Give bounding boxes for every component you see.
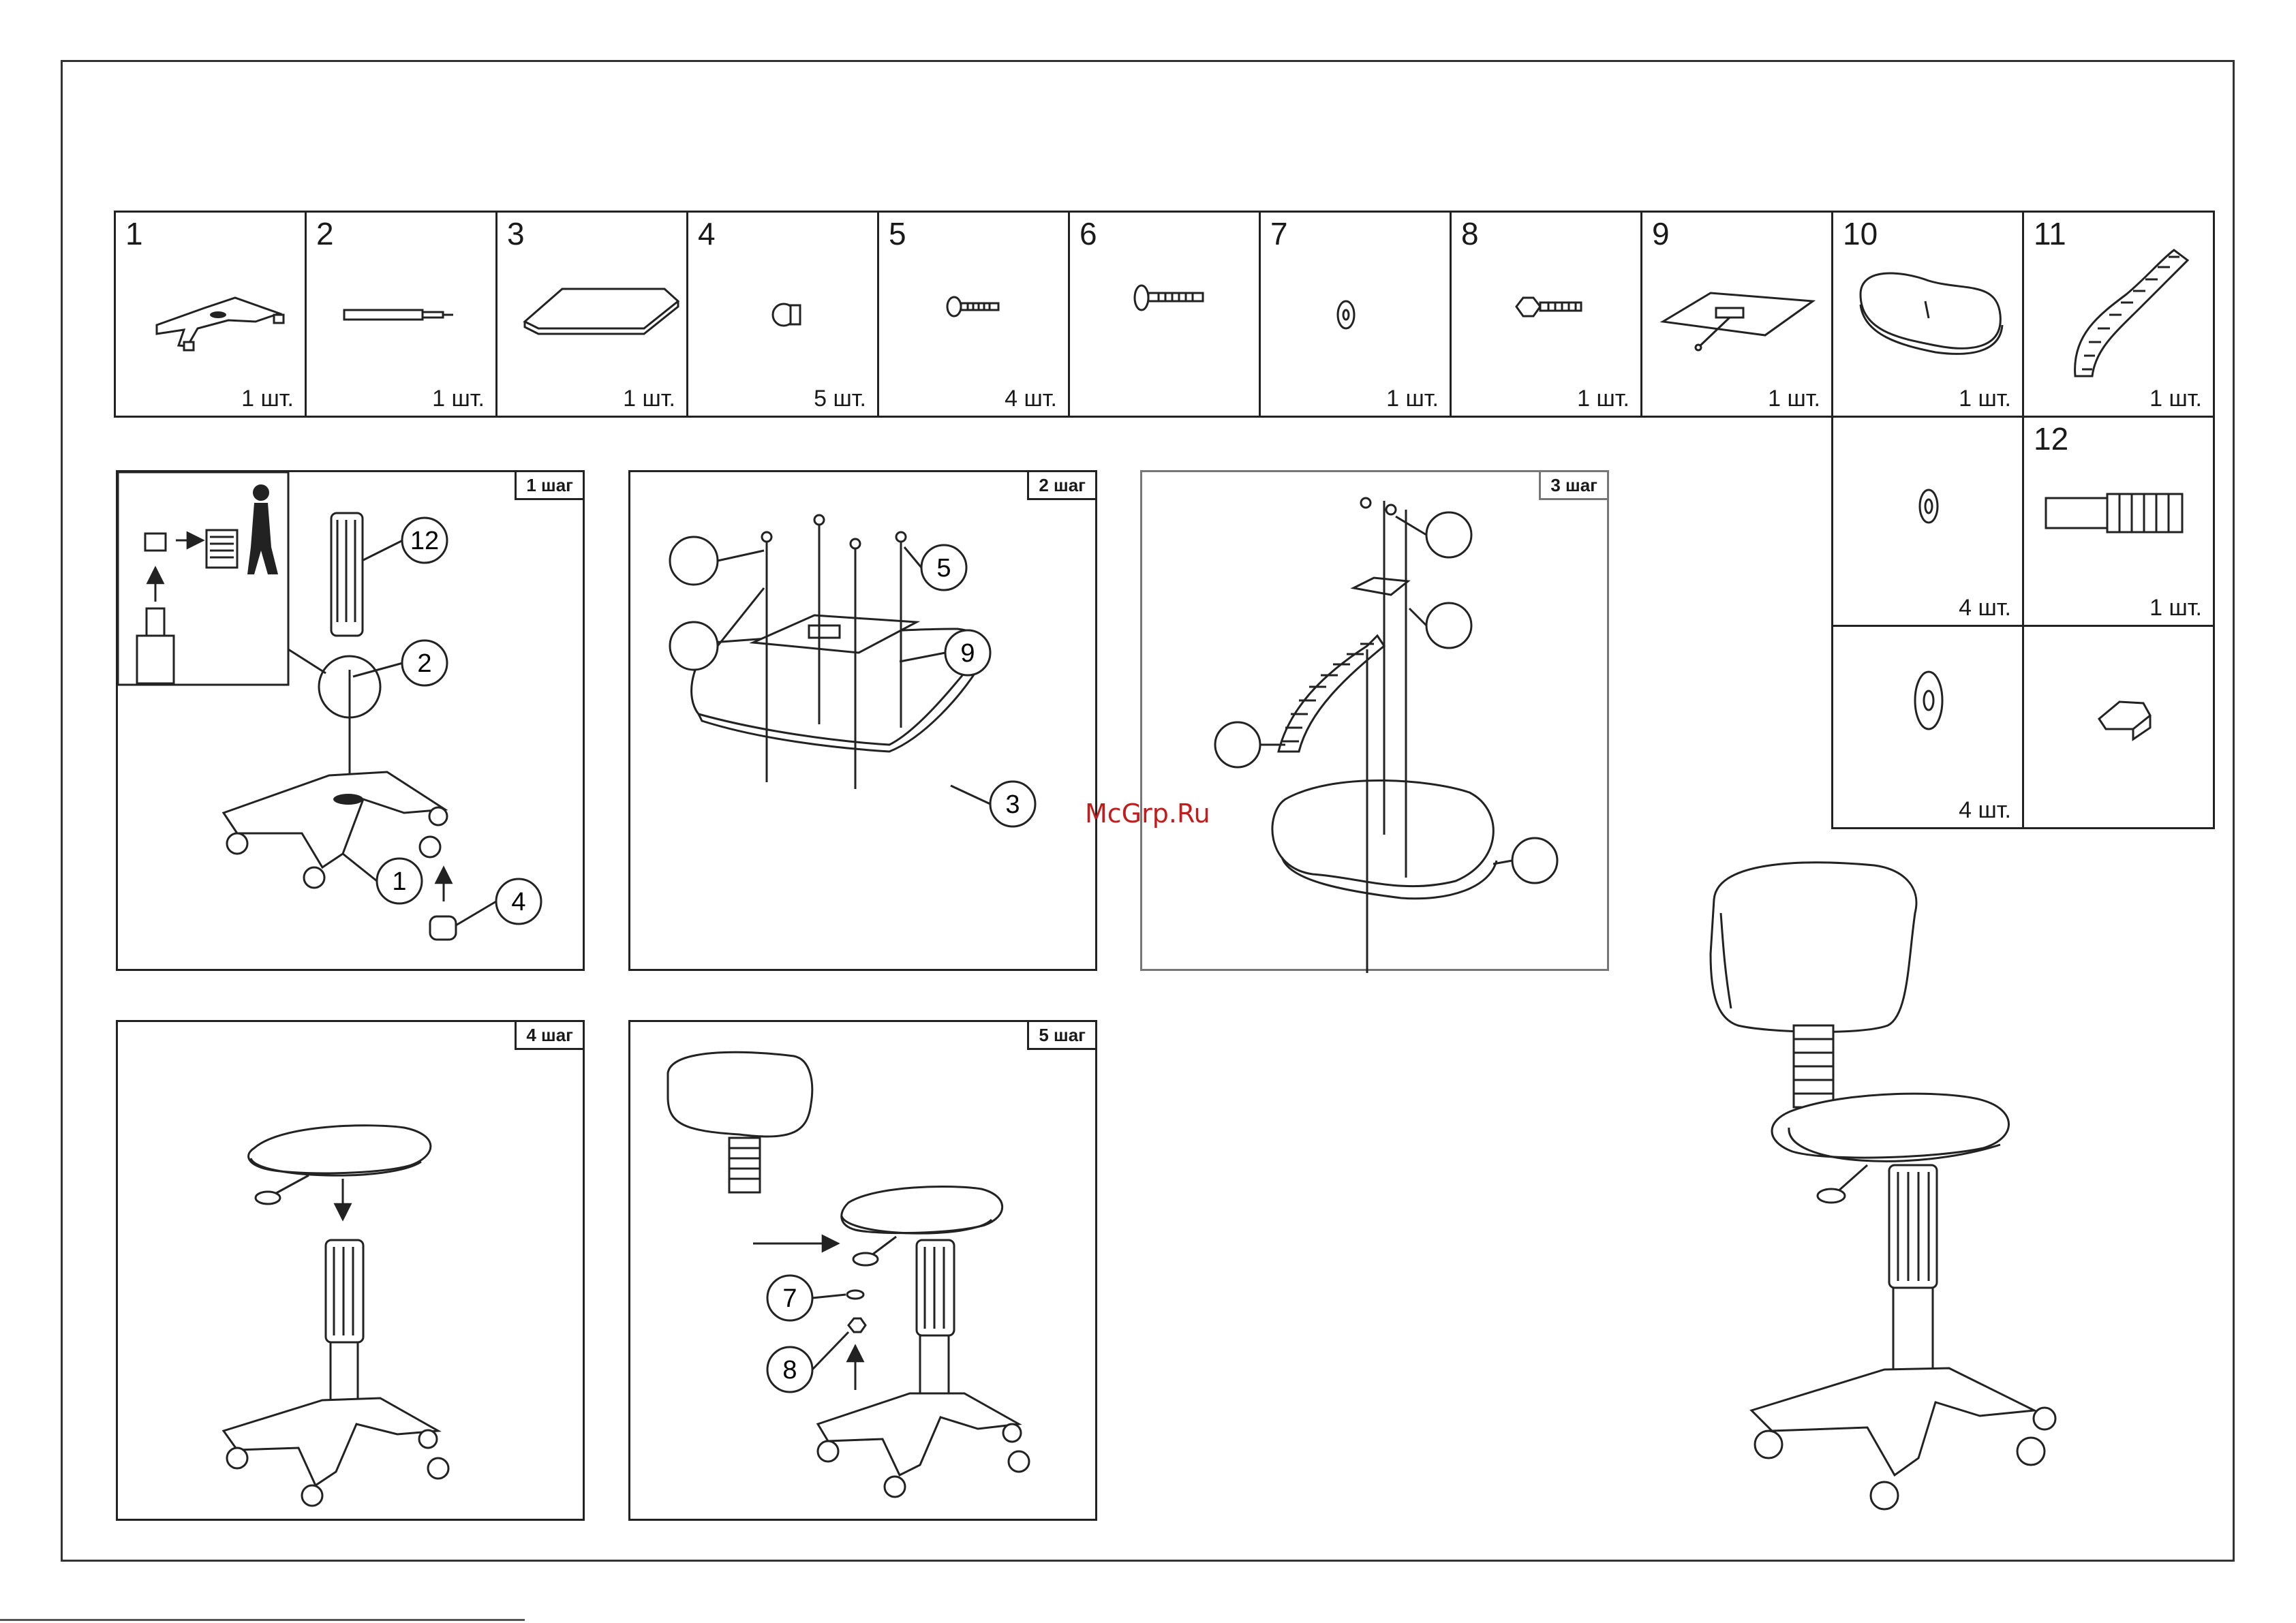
part-cell-2: 2 1 шт. — [305, 211, 498, 418]
part-cell-7: 7 1 шт. — [1259, 211, 1452, 418]
part-qty: 1 шт. — [1577, 387, 1629, 410]
part-cell-8: 8 1 шт. — [1450, 211, 1642, 418]
bracket-icon — [2024, 627, 2217, 831]
callout-7: 7 — [782, 1284, 797, 1313]
part-qty: 4 шт. — [1959, 799, 2011, 822]
step-1-panel: 1 шаг 12 2 1 4 — [116, 470, 585, 971]
step-2-panel: 2 шаг 5 9 3 — [628, 470, 1097, 971]
part-qty: 1 шт. — [241, 387, 294, 410]
part-cell-4: 4 5 шт. — [686, 211, 879, 418]
part-qty: 5 шт. — [814, 387, 866, 410]
step-1-illustration: 12 2 1 4 — [118, 472, 587, 973]
callout-2: 2 — [417, 649, 431, 678]
part-cell-10: 10 1 шт. — [1831, 211, 2024, 418]
part-qty: 1 шт. — [432, 387, 485, 410]
bottom-rule — [0, 1619, 525, 1621]
callout-5: 5 — [936, 554, 951, 583]
recycle-bin-icon — [206, 484, 278, 574]
part-qty: 1 шт. — [1768, 387, 1820, 410]
part-cell-9: 9 1 шт. — [1640, 211, 1833, 418]
callout-12: 12 — [410, 527, 439, 555]
part-qty: 1 шт. — [623, 387, 675, 410]
step-3-illustration — [1142, 472, 1611, 973]
callout-9: 9 — [960, 639, 975, 668]
step-3-panel: 3 шаг — [1140, 470, 1609, 971]
part-cell-1: 1 1 шт. — [114, 211, 307, 418]
part-cell-6: 6 — [1068, 211, 1261, 418]
part-cell-13: 4 шт. — [1831, 625, 2024, 829]
part-cell-14 — [2022, 625, 2215, 829]
callout-3: 3 — [1005, 790, 1020, 819]
step-4-panel: 4 шаг — [116, 1020, 585, 1521]
part-qty: 1 шт. — [1959, 387, 2011, 410]
callout-1: 1 — [392, 867, 406, 896]
watermark: McGrp.Ru — [1085, 799, 1210, 829]
part-qty: 1 шт. — [1386, 387, 1439, 410]
part-cell-12a: 4 шт. — [1831, 416, 2024, 627]
part-qty: 1 шт. — [2149, 387, 2202, 410]
assembled-chair-illustration — [1690, 845, 2113, 1533]
part-qty: 4 шт. — [1005, 387, 1057, 410]
callout-8: 8 — [782, 1356, 797, 1385]
step-4-illustration — [118, 1022, 587, 1523]
long-screw-icon — [1070, 213, 1263, 420]
step-5-panel: 5 шаг 7 8 — [628, 1020, 1097, 1521]
step-5-illustration: 7 8 — [630, 1022, 1099, 1523]
part-qty: 1 шт. — [2149, 596, 2202, 619]
callout-4: 4 — [511, 888, 525, 916]
part-cell-12: 12 1 шт. — [2022, 416, 2215, 627]
part-cell-11: 11 1 шт. — [2022, 211, 2215, 418]
step-2-illustration: 5 9 3 — [630, 472, 1099, 973]
part-qty: 4 шт. — [1959, 596, 2011, 619]
part-cell-5: 5 4 шт. — [877, 211, 1070, 418]
part-cell-3: 3 1 шт. — [495, 211, 688, 418]
